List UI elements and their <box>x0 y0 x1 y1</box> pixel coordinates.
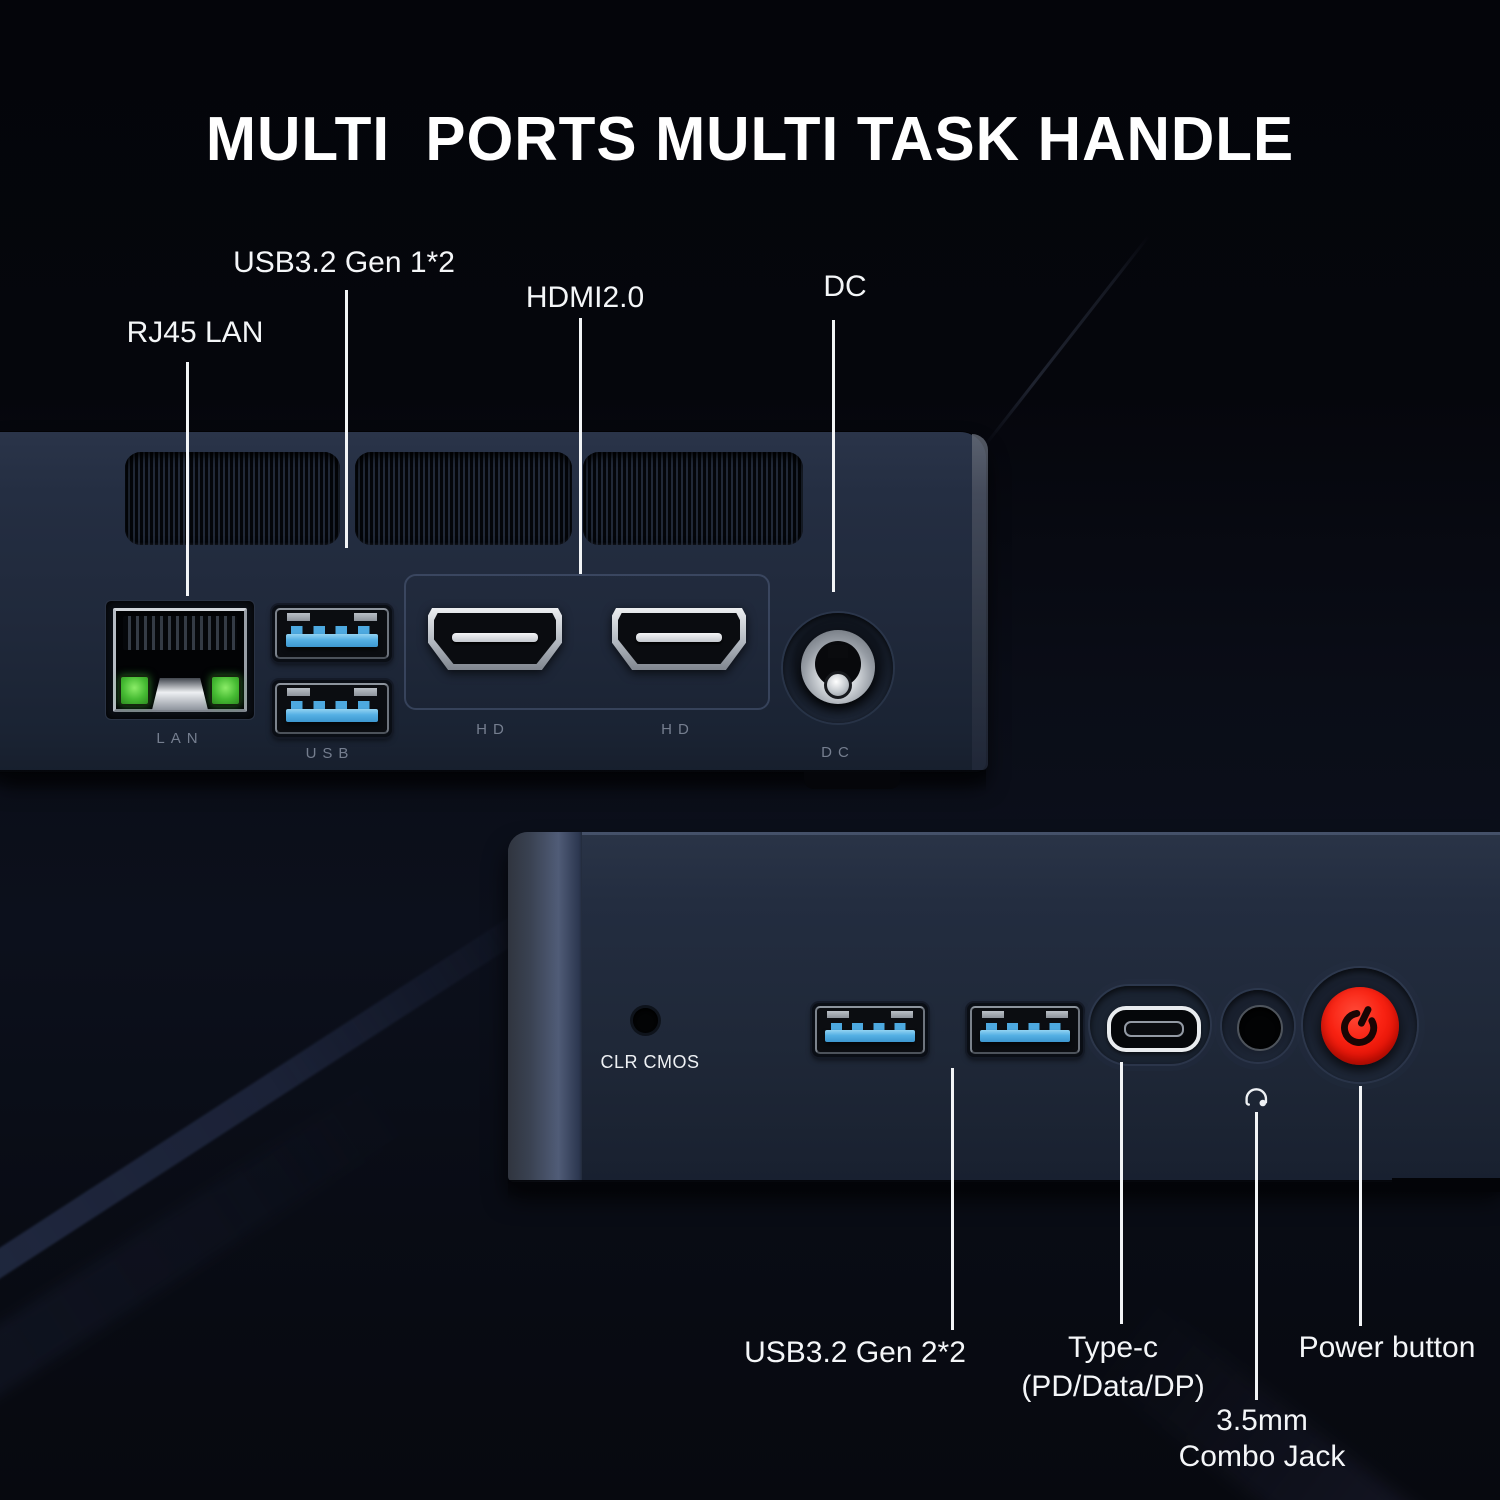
leader-line-power <box>1359 1086 1362 1326</box>
usb-a-port <box>272 605 392 662</box>
power-button-recess <box>1303 968 1417 1082</box>
leader-line-typec <box>1120 1062 1123 1324</box>
usb-teeth <box>830 1022 910 1032</box>
audio-jack-hole <box>1237 1005 1283 1051</box>
callout-usb32-gen1: USB3.2 Gen 1*2 <box>233 246 455 279</box>
callout-rj45-lan: RJ45 LAN <box>126 316 264 349</box>
callout-35mm: 3.5mm <box>1216 1404 1308 1437</box>
rj45-metal-frame <box>113 608 247 712</box>
dc-port-label: DC <box>821 744 855 761</box>
usb-teeth <box>291 625 373 635</box>
background-streak <box>0 1078 410 1424</box>
lan-led-right <box>210 675 241 706</box>
hdmi2-port-label: HD <box>661 721 695 738</box>
hdmi-port-2 <box>612 608 746 670</box>
callout-usb32-gen2: USB3.2 Gen 2*2 <box>744 1336 966 1369</box>
callout-hdmi20: HDMI2.0 <box>525 281 645 314</box>
headphone-icon <box>1245 1088 1268 1107</box>
usb-c-tongue <box>1124 1021 1184 1037</box>
usb-tongue <box>980 1030 1070 1043</box>
hdmi-tongue <box>452 632 538 642</box>
hdmi-tongue <box>636 632 722 642</box>
usb-tongue <box>285 708 379 722</box>
leader-line-audio <box>1255 1112 1258 1400</box>
hdmi-group-outline <box>404 574 770 710</box>
callout-dc: DC <box>823 270 867 303</box>
callout-typec: Type-c <box>1067 1331 1159 1364</box>
power-icon <box>1341 1006 1378 1046</box>
callout-35mm-sub: Combo Jack <box>1178 1440 1346 1473</box>
power-button <box>1321 987 1399 1065</box>
clr-cmos-label: CLR CMOS <box>600 1052 700 1072</box>
usb-contact <box>981 1011 1004 1019</box>
dc-jack <box>801 630 875 704</box>
front-chassis-shadow <box>508 1180 1500 1200</box>
rear-chassis-edge <box>972 434 988 770</box>
usb-port-label: USB <box>305 745 355 762</box>
usb-contact <box>354 688 378 696</box>
vent-slats <box>583 452 803 545</box>
usb-a-port <box>272 680 392 737</box>
leader-line-rj45 <box>186 362 189 596</box>
background-streak <box>982 234 1150 448</box>
vent-slats <box>125 452 340 545</box>
usb-a-port <box>967 1003 1083 1057</box>
leader-line-dc <box>832 320 835 592</box>
usb-frame <box>275 608 389 659</box>
usb-tongue <box>285 633 379 647</box>
usb-contact <box>354 613 378 621</box>
rj45-lan-port <box>105 600 255 720</box>
page-title: MULTI PORTS MULTI TASK HANDLE <box>205 105 1295 174</box>
leader-line-usb-front <box>951 1068 954 1330</box>
dc-hole <box>815 641 861 699</box>
clr-cmos-pinhole <box>633 1008 658 1033</box>
usb-contact <box>826 1011 849 1019</box>
usb-teeth <box>985 1022 1065 1032</box>
callout-typec-sub: (PD/Data/DP) <box>1021 1370 1205 1403</box>
hdmi1-port-label: HD <box>476 721 510 738</box>
usb-tongue <box>825 1030 915 1043</box>
usb-contact <box>286 688 310 696</box>
front-foot <box>1392 1178 1500 1192</box>
leader-line-hdmi <box>579 318 582 574</box>
rear-chassis-shadow <box>0 770 986 792</box>
dc-power-port <box>783 613 893 723</box>
usb-frame <box>275 683 389 734</box>
callout-power-button: Power button <box>1298 1331 1476 1364</box>
usb-contact <box>1046 1011 1069 1019</box>
usb-frame <box>970 1006 1080 1054</box>
usb-c-port <box>1090 986 1210 1064</box>
dc-notch <box>828 645 848 658</box>
usb-contact <box>891 1011 914 1019</box>
usb-frame <box>815 1006 925 1054</box>
lan-led-left <box>119 675 150 706</box>
rj45-pins <box>123 616 237 650</box>
background-streak <box>0 890 565 1326</box>
audio-jack-port <box>1222 990 1294 1062</box>
rear-foot <box>804 772 900 789</box>
dc-pin <box>824 671 852 699</box>
vent-grille <box>125 452 340 545</box>
leader-line-usb-rear <box>345 290 348 548</box>
usb-teeth <box>291 700 373 710</box>
vent-grille <box>355 452 572 545</box>
usb-contact <box>286 613 310 621</box>
vent-grille <box>583 452 803 545</box>
usb-c-connector <box>1107 1006 1201 1052</box>
hdmi-port-1 <box>428 608 562 670</box>
vent-slats <box>355 452 572 545</box>
front-chassis-edge <box>530 832 1500 835</box>
rj45-clip <box>152 678 208 710</box>
front-chassis-bevel <box>508 832 582 1182</box>
lan-port-label: LAN <box>156 730 204 747</box>
usb-a-port <box>812 1003 928 1057</box>
